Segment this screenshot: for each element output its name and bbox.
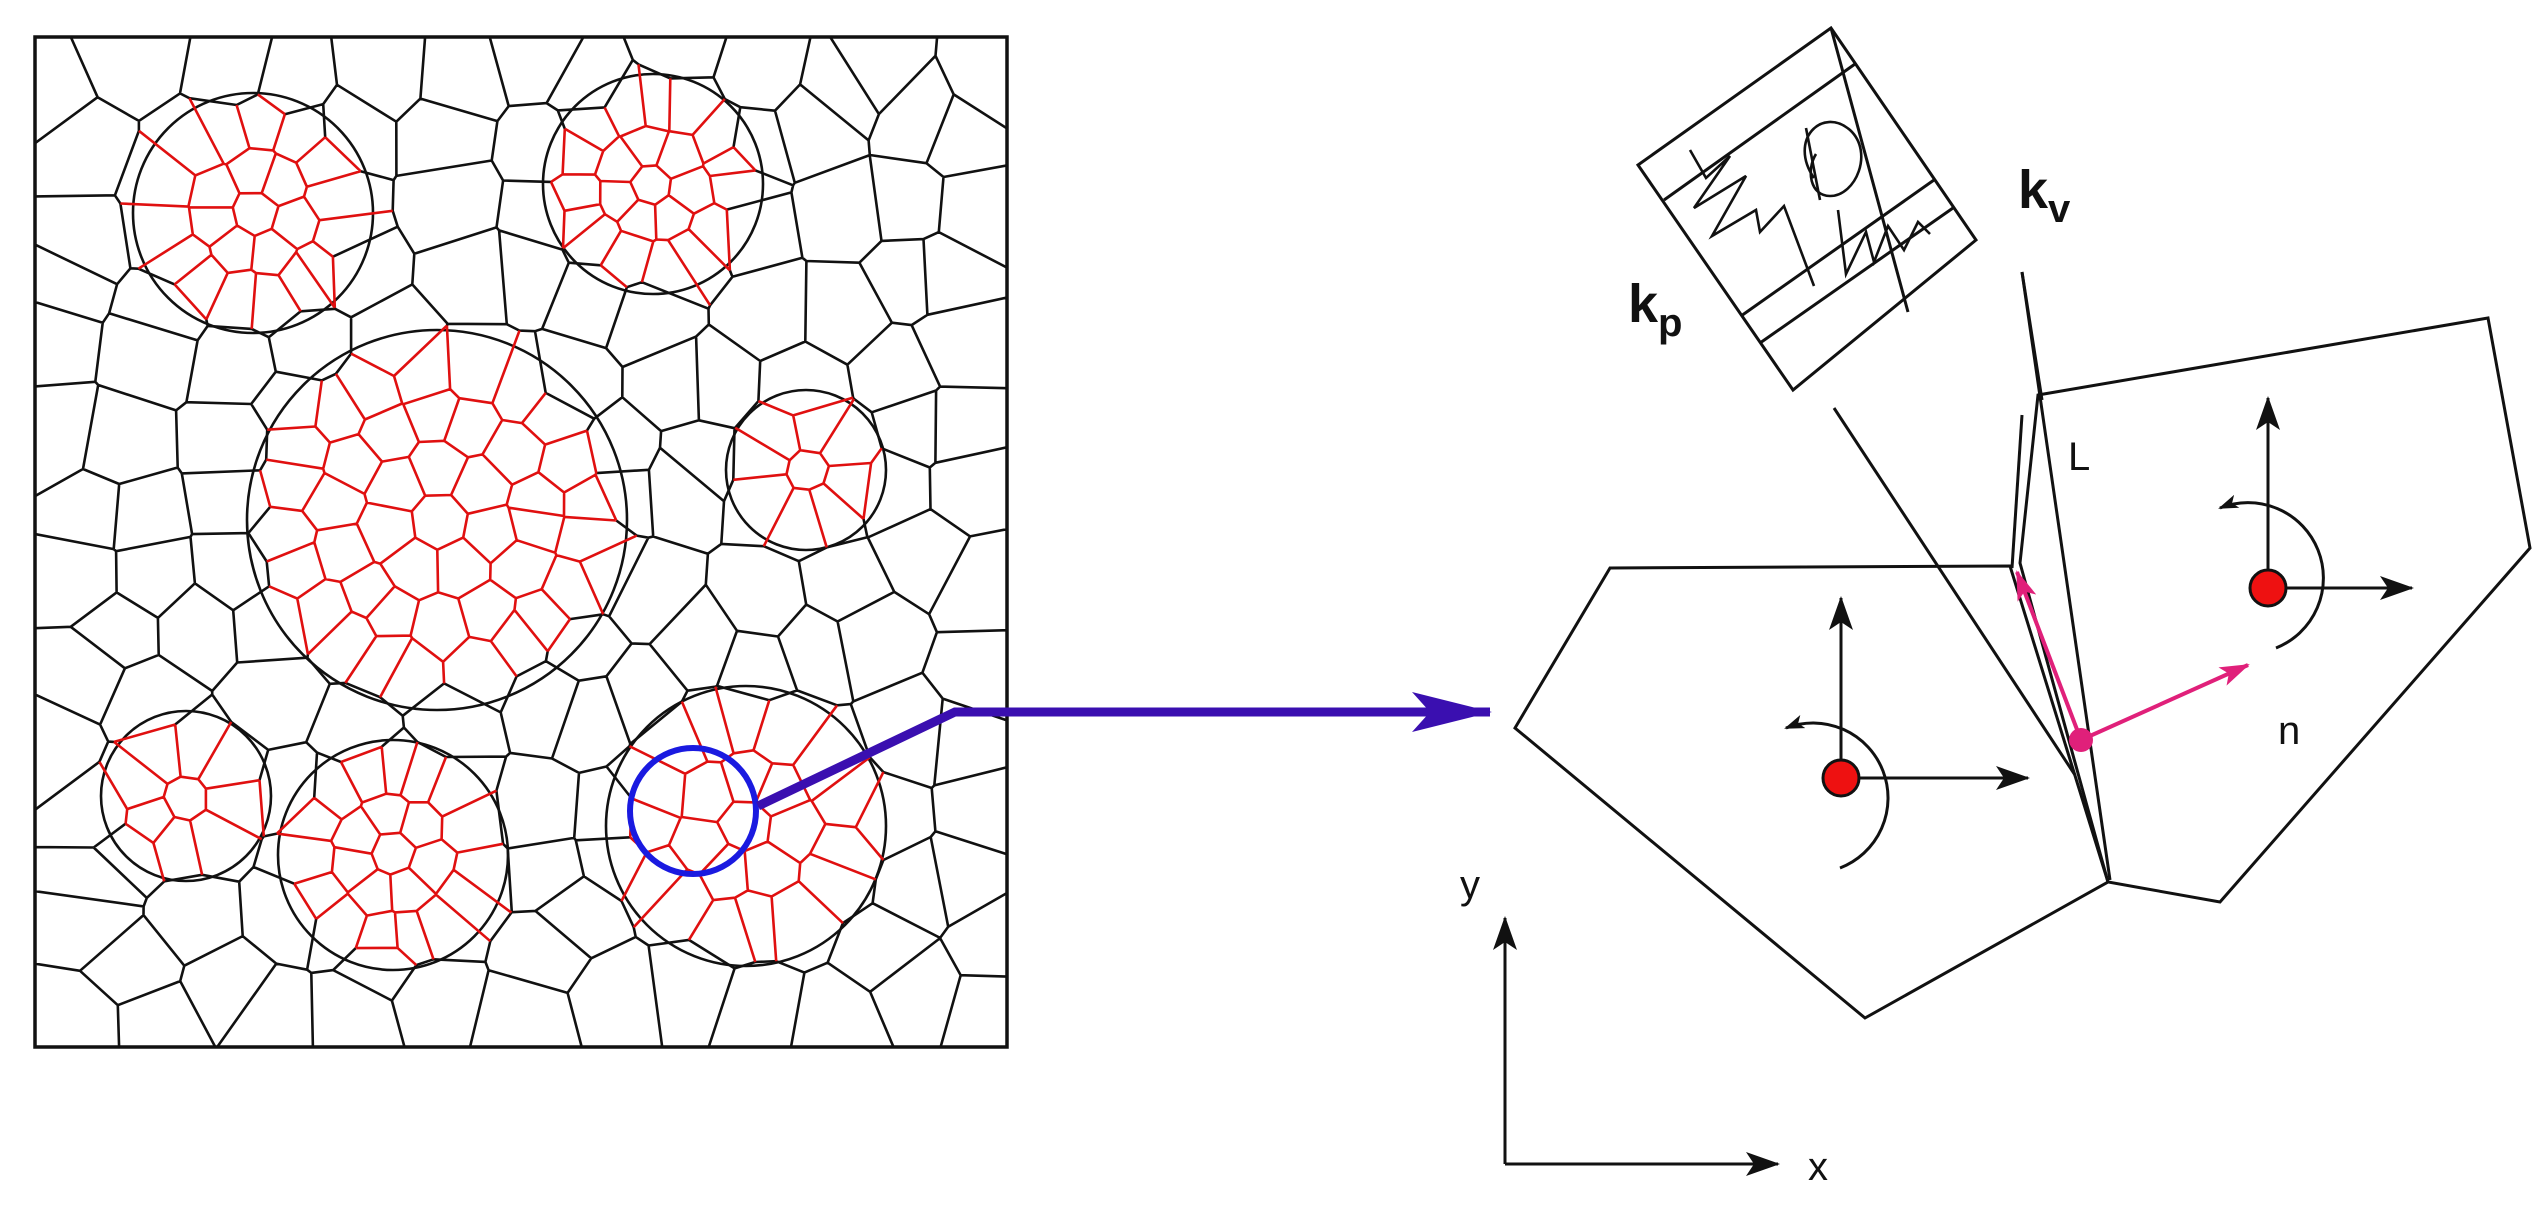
grain-boundary: [724, 388, 888, 552]
label-axis-y: y: [1460, 863, 1480, 907]
centroid-dot-icon: [2248, 568, 2288, 608]
grain-boundary: [245, 328, 629, 712]
left-cell: [1513, 564, 2110, 1020]
grain-boundary: [604, 684, 888, 968]
voronoi-mesh: [35, 37, 1007, 1047]
label-kv: kv: [2018, 160, 2071, 231]
contact-line-kp: [1832, 407, 2077, 776]
label-axis-x: x: [1808, 1145, 1828, 1189]
grain-boundary: [276, 738, 510, 972]
spring-dashpot-icon: [1688, 149, 1931, 287]
black-edge-path: [35, 37, 1007, 1047]
rotation-arrow-icon: [2218, 494, 2325, 650]
red-edge-path: [98, 64, 885, 967]
mesh-border: [33, 35, 1009, 1049]
zoom-circle: [627, 745, 759, 877]
normal-vectors: [2015, 570, 2250, 742]
label-normal: n: [2278, 709, 2300, 753]
label-length: L: [2068, 435, 2090, 479]
label-kp: kp: [1628, 274, 1682, 345]
contact-point: [2069, 728, 2093, 752]
rotation-arrow-icon: [1784, 715, 1890, 870]
grain-boundary: [99, 709, 273, 883]
cell-interaction: [1493, 25, 2532, 1176]
right-cell: [2018, 316, 2532, 904]
red-grain-edges: [98, 64, 885, 967]
grain-boundary: [541, 72, 765, 296]
black-cell-edges: [35, 37, 1007, 1047]
zoom-arrow: [756, 692, 1492, 811]
centroid-dot-icon: [1821, 758, 1861, 798]
spring-box: [1635, 25, 1979, 393]
